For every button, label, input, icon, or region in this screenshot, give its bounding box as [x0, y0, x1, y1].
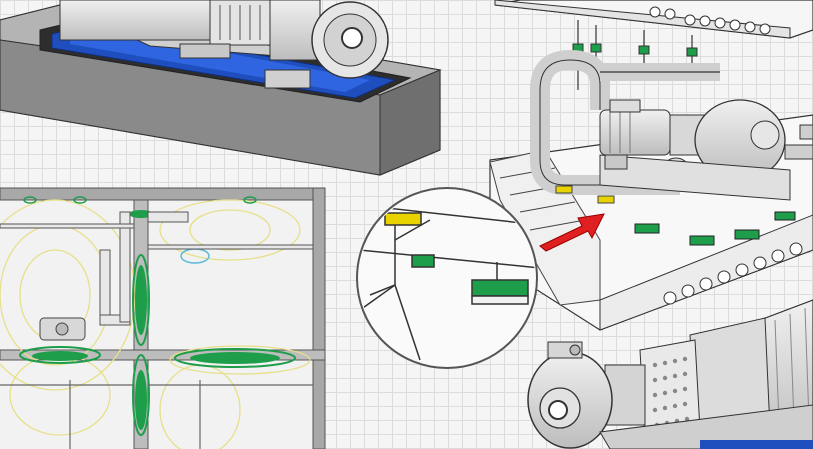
plan-piping — [0, 211, 314, 326]
floor-plan-vibration-map — [0, 187, 326, 449]
yellow-isolators — [555, 185, 615, 204]
floor-isolators — [634, 211, 796, 246]
isolator-detail-zoom — [356, 187, 538, 369]
blue-isolation-strip — [700, 440, 813, 449]
discharge-piping — [530, 49, 720, 195]
vibration-hotspots — [32, 210, 280, 430]
slab-pump — [599, 99, 813, 201]
slab-mounted-pump-scene — [489, 0, 813, 331]
vibration-contours-green — [19, 254, 296, 436]
pump-on-inertia-base — [59, 0, 389, 89]
arrow-right-icon — [539, 213, 605, 252]
ceiling-slab — [494, 0, 813, 39]
pump-closeup — [527, 299, 813, 449]
inertia-base-scene — [0, 0, 442, 176]
